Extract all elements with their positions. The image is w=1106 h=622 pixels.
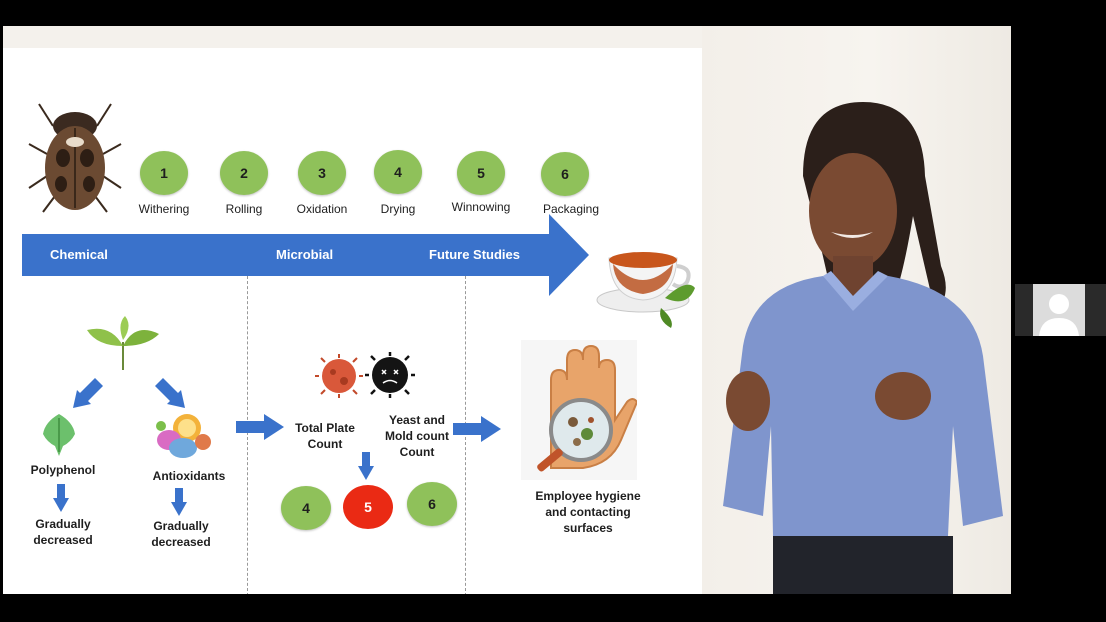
participant-thumbnail[interactable] <box>1015 284 1106 336</box>
arrow-down-microbial <box>358 452 374 480</box>
beetle-icon <box>28 103 122 213</box>
banner-future-studies: Future Studies <box>429 247 521 262</box>
yeast-mold-label: Yeast and Mold count Count <box>385 413 449 459</box>
result-4-circle: 4 <box>281 486 331 530</box>
decrease-label-2: Gradually decreased <box>151 519 211 549</box>
step-3-circle: 3 <box>298 151 346 195</box>
polyphenol-label: Polyphenol <box>30 463 96 477</box>
bacteria-icon <box>315 354 363 398</box>
step-1-label: Withering <box>138 202 190 216</box>
hand-microbes-icon <box>521 340 637 480</box>
antioxidant-foods-icon <box>156 414 211 458</box>
presenter-video <box>723 102 1003 594</box>
step-6-circle: 6 <box>541 152 589 196</box>
video-feed: 1 Withering 2 Rolling 3 Oxidation 4 Dryi… <box>3 26 1011 594</box>
banner-chemical: Chemical <box>50 247 108 262</box>
step-4-circle: 4 <box>374 150 422 194</box>
tea-cup-icon <box>596 252 695 328</box>
arrow-right-to-future <box>453 416 501 442</box>
user-avatar-icon <box>1033 284 1085 336</box>
antioxidants-label: Antioxidants <box>152 469 226 483</box>
virus-icon <box>365 352 415 398</box>
step-6-label: Packaging <box>542 202 600 216</box>
arrow-down-antioxidants <box>171 488 187 516</box>
hygiene-label: Employee hygiene and contacting surfaces <box>535 489 641 535</box>
arrow-down-polyphenol <box>53 484 69 512</box>
step-5-label: Winnowing <box>451 200 511 214</box>
banner-microbial: Microbial <box>276 247 334 262</box>
section-divider-1 <box>247 276 248 594</box>
process-banner-arrow <box>22 234 557 276</box>
arrow-down-left <box>73 378 103 408</box>
step-4-label: Drying <box>380 202 416 216</box>
result-6-circle: 6 <box>407 482 457 526</box>
step-2-circle: 2 <box>220 151 268 195</box>
step-1-circle: 1 <box>140 151 188 195</box>
step-3-label: Oxidation <box>296 202 348 216</box>
result-5-circle: 5 <box>343 485 393 529</box>
step-5-circle: 5 <box>457 151 505 195</box>
leaf-icon <box>43 414 75 456</box>
arrow-down-right <box>155 378 185 408</box>
banner-arrowhead <box>549 214 589 296</box>
presentation-slide: 1 Withering 2 Rolling 3 Oxidation 4 Dryi… <box>3 48 702 594</box>
step-2-label: Rolling <box>225 202 263 216</box>
total-plate-count-label: Total Plate Count <box>295 421 355 451</box>
tea-leaf-icon <box>87 316 159 370</box>
decrease-label-1: Gradually decreased <box>33 517 93 547</box>
arrow-right-to-microbial <box>236 414 284 440</box>
